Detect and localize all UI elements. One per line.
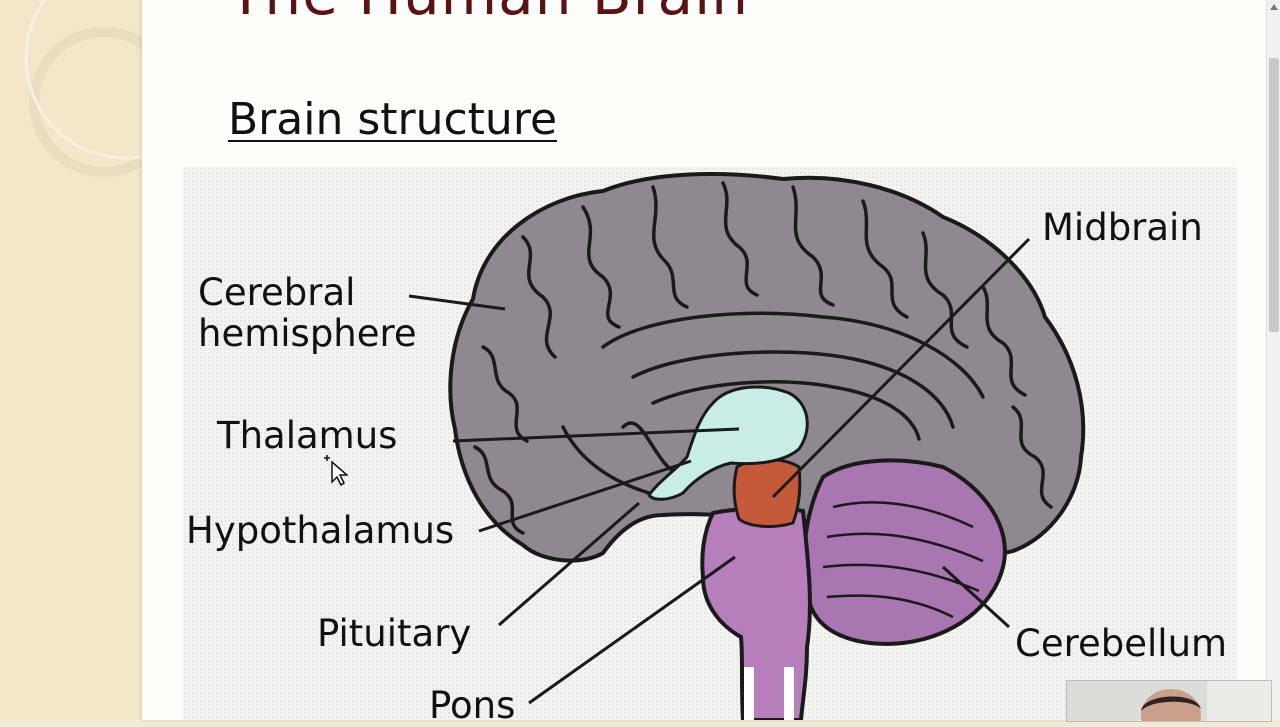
brain-diagram: Cerebral hemisphere Thalamus Hypothalamu… [183,167,1237,726]
label-cerebellum: Cerebellum [1015,622,1228,665]
scroll-up-icon[interactable] [1270,4,1278,10]
label-hypothalamus: Hypothalamus [186,509,455,552]
label-cerebral-line1: Cerebral [198,271,356,314]
scrollbar-thumb[interactable] [1269,58,1279,332]
label-cerebral-hemisphere: Cerebral hemisphere [198,272,417,354]
label-midbrain: Midbrain [1042,206,1203,249]
mouse-cursor-icon [322,454,350,492]
presenter-video-image [1067,681,1271,721]
webcam-overlay [1066,680,1272,722]
slide-title: The Human Brain [228,0,749,28]
decorative-rings [24,0,142,177]
vertical-scrollbar[interactable] [1266,0,1280,720]
brain-illustration [408,172,1086,720]
label-pons: Pons [429,684,516,727]
label-pituitary: Pituitary [317,612,472,655]
slide-subtitle: Brain structure [228,94,558,145]
slide-side-band [0,0,142,720]
label-cerebral-line2: hemisphere [198,312,417,355]
cerebellum-shape [802,458,1007,646]
midbrain-shape [732,458,802,528]
label-thalamus: Thalamus [217,414,398,457]
